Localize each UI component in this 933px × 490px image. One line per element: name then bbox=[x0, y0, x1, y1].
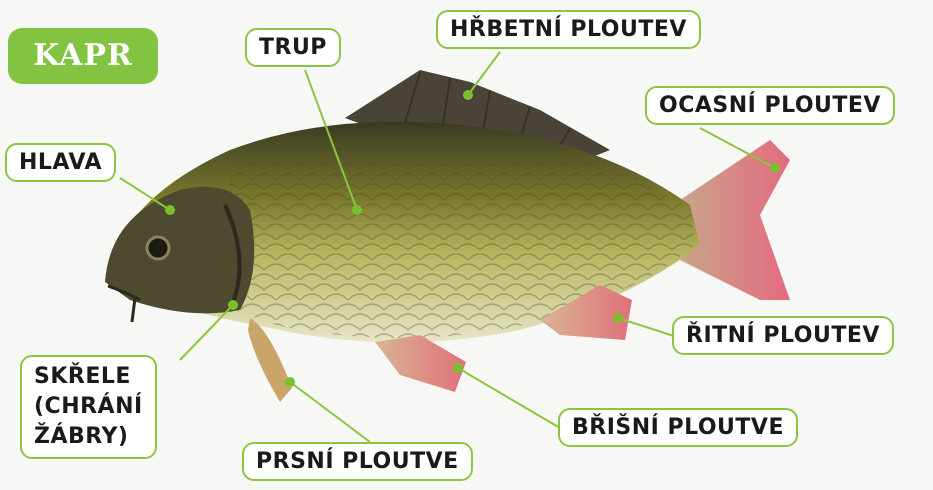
label-dorsal-fin: HŘBETNÍ PLOUTEV bbox=[436, 10, 701, 49]
label-anal-fin: ŘITNÍ PLOUTEV bbox=[672, 316, 894, 355]
label-gill-cover: SKŘELE (CHRÁNÍ ŽÁBRY) bbox=[20, 355, 157, 459]
label-head: HLAVA bbox=[5, 143, 116, 182]
label-tail-fin: OCASNÍ PLOUTEV bbox=[645, 86, 895, 125]
label-pectoral-fin: PRSNÍ PLOUTVE bbox=[242, 442, 473, 481]
label-pelvic-fin: BŘIŠNÍ PLOUTVE bbox=[558, 408, 798, 447]
label-body: TRUP bbox=[245, 28, 341, 67]
